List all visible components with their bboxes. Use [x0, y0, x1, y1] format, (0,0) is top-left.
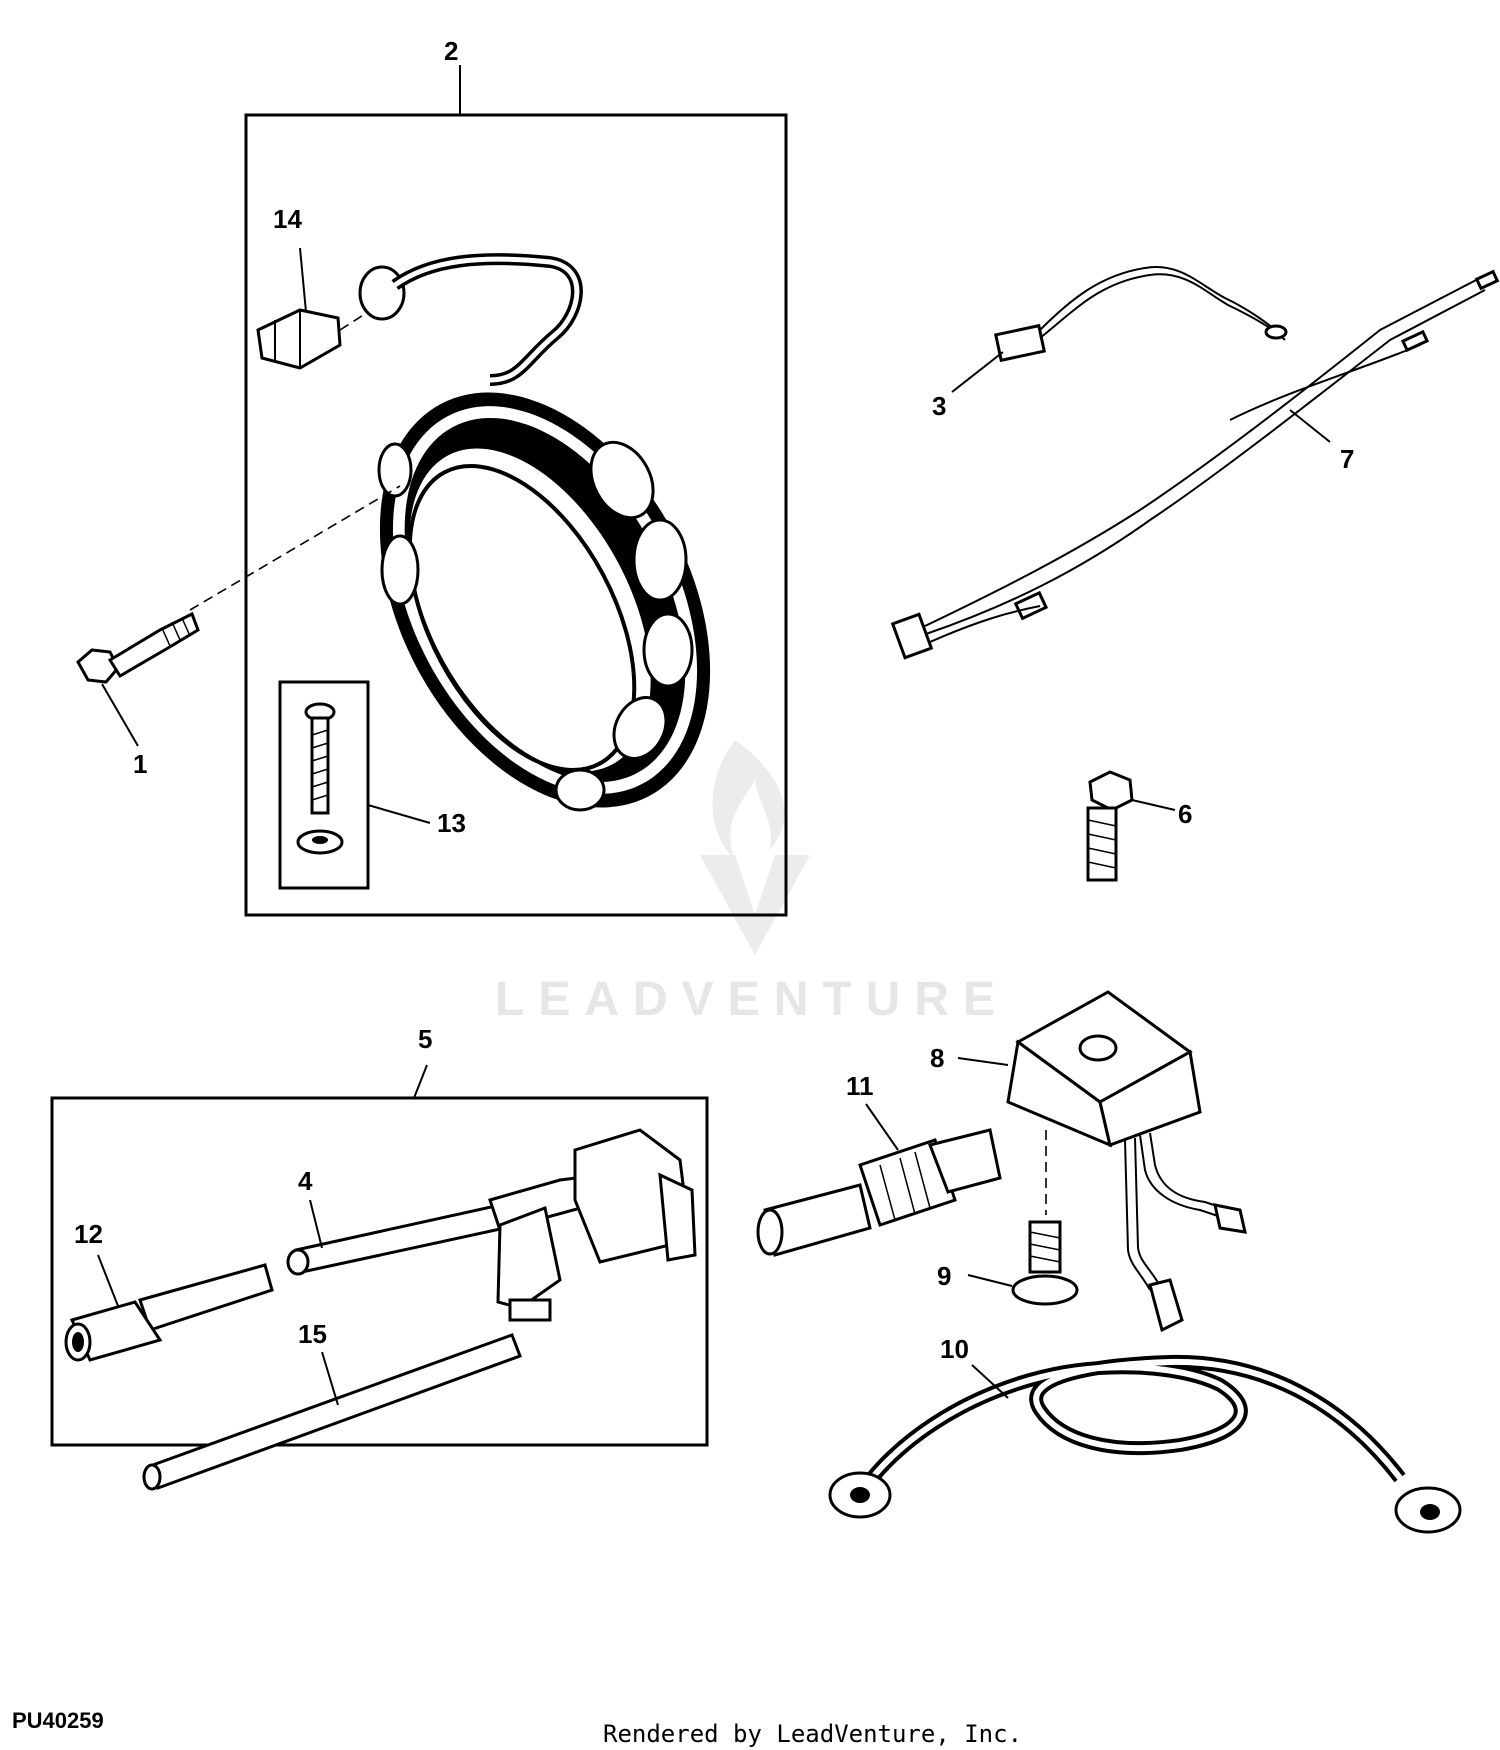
callout-8: 8: [930, 1043, 944, 1073]
ignition-coil-4: [286, 1128, 697, 1322]
callout-11: 11: [846, 1071, 874, 1101]
callout-3: 3: [932, 391, 946, 421]
diagram-identifier: PU40259: [12, 1708, 104, 1733]
callout-13: 13: [437, 808, 466, 838]
watermark-logo-icon: [700, 740, 810, 955]
spark-plug-11: [756, 1128, 1002, 1257]
bolt-6: [1086, 770, 1134, 882]
screw-and-washer-13: [296, 702, 344, 855]
callout-5: 5: [418, 1024, 432, 1054]
stator-ring: [377, 392, 711, 812]
callout-14: 14: [273, 204, 302, 234]
harness-7: [890, 269, 1500, 660]
rendered-by-note: Rendered by LeadVenture, Inc.: [603, 1720, 1022, 1748]
kit-box-5: [50, 1096, 709, 1447]
connector-plug-14: [256, 308, 369, 370]
callout-7: 7: [1340, 444, 1354, 474]
watermark: LEADVENTURE: [495, 740, 1009, 1026]
ground-wire-10: [828, 1354, 1462, 1534]
callout-15: 15: [298, 1319, 327, 1349]
callout-1: 1: [133, 749, 147, 779]
callout-9: 9: [937, 1261, 951, 1291]
harness-3: [993, 266, 1288, 363]
callout-10: 10: [940, 1334, 969, 1364]
callout-12: 12: [74, 1219, 103, 1249]
stator-bolt-1: [76, 611, 200, 684]
tube-15: [142, 1333, 522, 1491]
screw-9: [1011, 1220, 1079, 1306]
kit-box-2: [244, 113, 788, 917]
module-8: [1006, 990, 1247, 1333]
stator-lead-wire: [358, 253, 583, 386]
callout-6: 6: [1178, 799, 1192, 829]
callout-4: 4: [298, 1166, 313, 1196]
callout-2: 2: [444, 36, 458, 66]
bolt-center-line: [189, 485, 401, 611]
kit-box-13: [278, 680, 370, 890]
watermark-text: LEADVENTURE: [495, 973, 1009, 1026]
boot-12: [64, 1263, 274, 1362]
